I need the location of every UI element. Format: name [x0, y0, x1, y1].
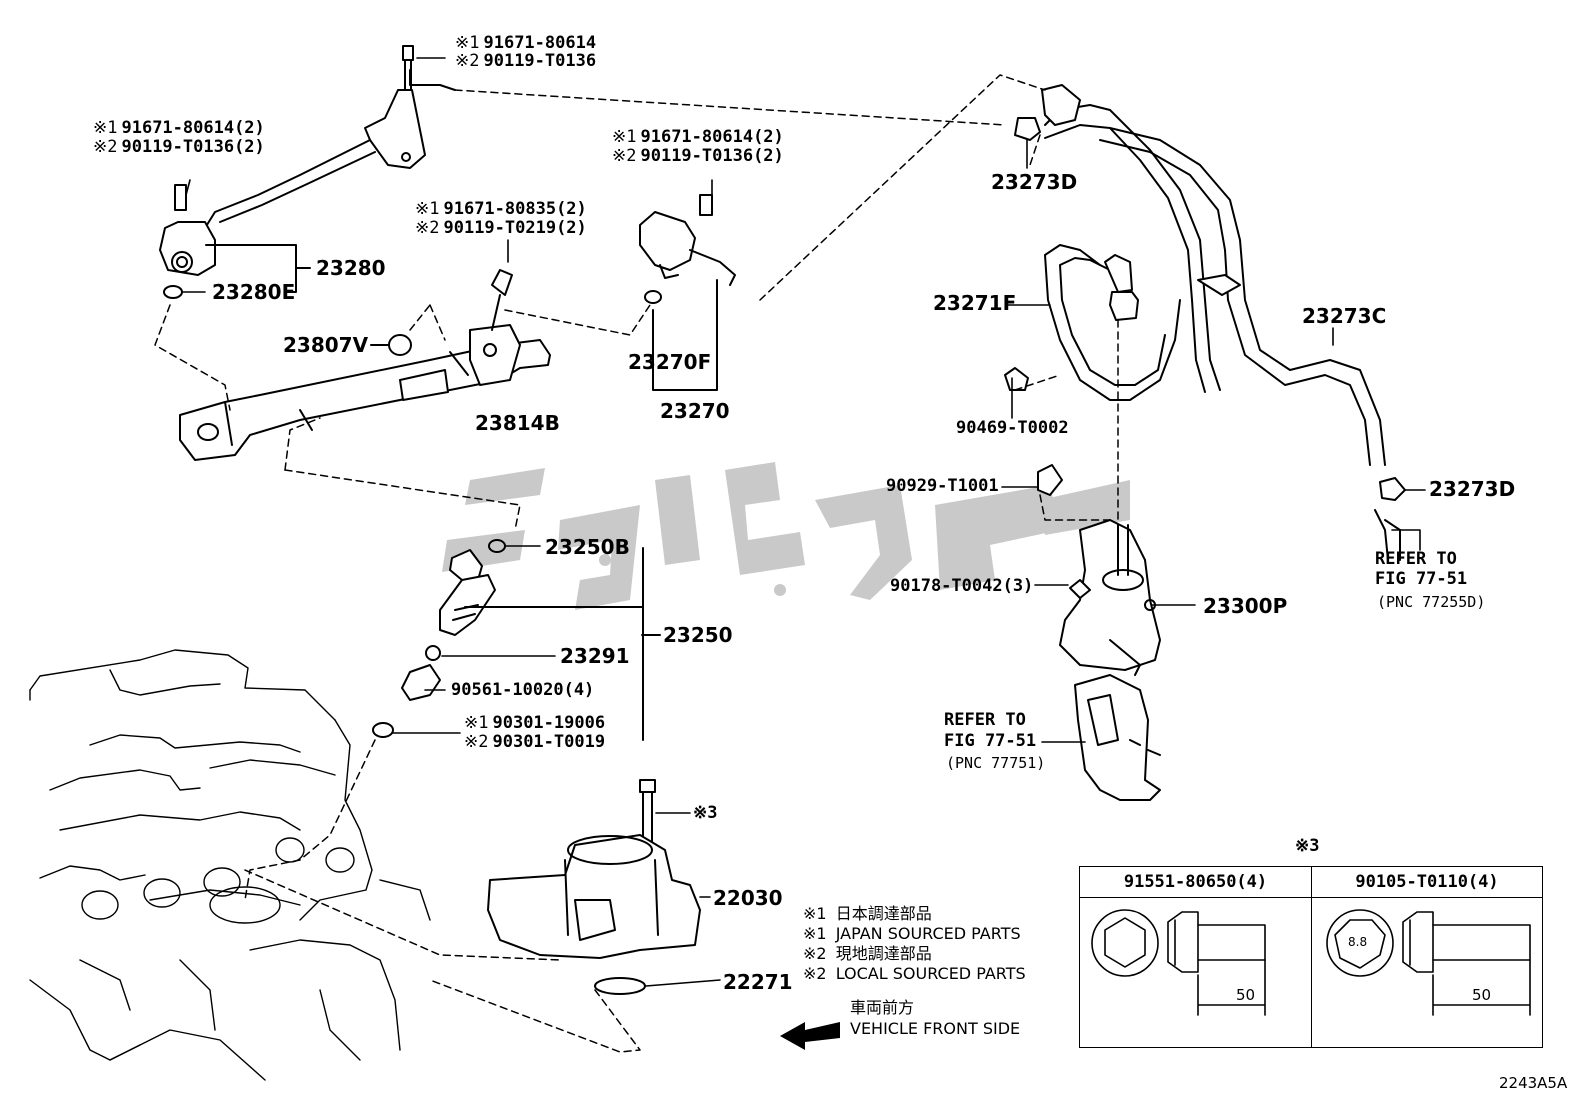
part-23814B[interactable]: 23814B	[475, 411, 560, 435]
part-23271F[interactable]: 23271F	[933, 291, 1017, 315]
injector-23250	[372, 539, 661, 741]
engine-block-outline	[29, 649, 431, 1081]
part-23807V[interactable]: 23807V	[283, 333, 369, 357]
part-23270F[interactable]: 23270F	[628, 350, 712, 374]
part-23273D-right[interactable]: 23273D	[1429, 477, 1516, 501]
pressure-regulator-23280	[159, 45, 456, 299]
legend-line-4: ※2 LOCAL SOURCED PARTS	[803, 964, 1026, 983]
refer-right-line-3: (PNC 77255D)	[1377, 593, 1486, 611]
part-23273D-top[interactable]: 23273D	[991, 170, 1078, 194]
part-23280[interactable]: 23280	[316, 256, 386, 280]
part-90561-10020[interactable]: 90561-10020(4)	[451, 680, 595, 700]
table-header-1[interactable]: 91551-80650(4)	[1080, 867, 1311, 898]
bolt-spec-table: 91551-80650(4) 90105-T0110(4)	[1079, 866, 1543, 1048]
mark3-callout: ※3	[693, 803, 718, 823]
legend-line-1: ※1 日本調達部品	[803, 904, 932, 923]
purge-vsv-23300P	[1059, 519, 1161, 676]
front-label-en: VEHICLE FRONT SIDE	[850, 1019, 1021, 1038]
pressure-sensor-23270	[639, 194, 736, 391]
front-arrow-icon	[780, 1022, 840, 1050]
part-23300P[interactable]: 23300P	[1203, 594, 1288, 618]
refer-right-line-1: REFER TO	[1375, 549, 1457, 569]
dimension-2: 50	[1472, 986, 1492, 1004]
part-23270[interactable]: 23270	[660, 399, 730, 423]
leader-lines	[181, 57, 1426, 987]
part-90469-T0002[interactable]: 90469-T0002	[956, 418, 1069, 438]
refer-mid-line-1: REFER TO	[944, 710, 1026, 730]
table-bolt-drawings	[1091, 909, 1531, 1016]
refer-right-line-2[interactable]: FIG 77-51	[1375, 569, 1468, 589]
refer-mid-line-3: (PNC 77751)	[946, 754, 1046, 772]
table-col-2: 90105-T0110(4)	[1311, 867, 1542, 1047]
throttle-body-22030	[487, 779, 701, 995]
part-23273C[interactable]: 23273C	[1302, 304, 1387, 328]
table-mark: ※3	[1295, 836, 1320, 856]
table-col-1: 91551-80650(4)	[1080, 867, 1311, 1047]
part-23250[interactable]: 23250	[663, 623, 733, 647]
dimension-1: 50	[1236, 986, 1256, 1004]
table-header-2[interactable]: 90105-T0110(4)	[1312, 867, 1542, 898]
legend-line-2: ※1 JAPAN SOURCED PARTS	[803, 924, 1021, 943]
part-90929-T1001[interactable]: 90929-T1001	[886, 476, 999, 496]
part-22030[interactable]: 22030	[713, 886, 783, 910]
front-label-jp: 車両前方	[850, 998, 915, 1017]
legend-line-3: ※2 現地調達部品	[803, 944, 932, 963]
part-23280E[interactable]: 23280E	[212, 280, 296, 304]
part-90178-T0042[interactable]: 90178-T0042(3)	[890, 576, 1034, 596]
purge-hoses	[1004, 84, 1406, 561]
bolt-head-mark: 8.8	[1348, 935, 1368, 949]
part-22271[interactable]: 22271	[723, 970, 793, 994]
figure-code: 2243A5A	[1499, 1074, 1568, 1092]
fuel-rail-23814B	[179, 269, 551, 461]
bracket-77751	[1074, 674, 1161, 801]
refer-mid-line-2[interactable]: FIG 77-51	[944, 731, 1037, 751]
part-23250B[interactable]: 23250B	[545, 535, 630, 559]
assembly-dashed-lines	[154, 74, 1119, 1053]
part-23291[interactable]: 23291	[560, 644, 630, 668]
